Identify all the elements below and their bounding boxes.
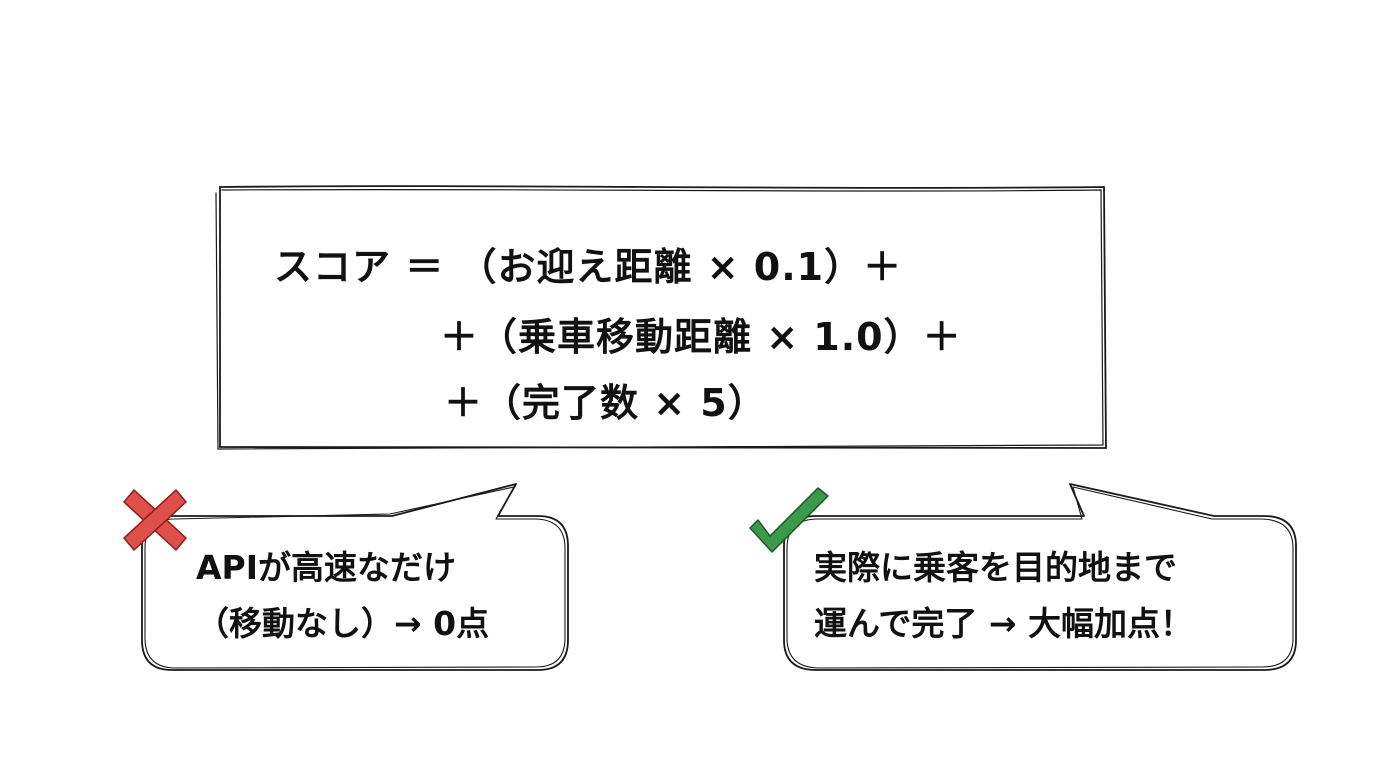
bad-case-text: APIが高速なだけ （移動なし）→ 0点 <box>196 540 489 652</box>
check-icon <box>749 487 829 553</box>
cross-icon <box>123 489 187 551</box>
good-case-line-2: 運んで完了 → 大幅加点！ <box>814 604 1193 643</box>
bad-case-line-1: APIが高速なだけ <box>196 548 457 587</box>
formula-box <box>215 185 1107 450</box>
good-speech-bubble <box>783 483 1297 671</box>
formula-line-1: スコア ＝ （お迎え距離 × 0.1）＋ <box>274 245 903 289</box>
good-case-line-1: 実際に乗客を目的地まで <box>814 548 1177 587</box>
good-case-text: 実際に乗客を目的地まで 運んで完了 → 大幅加点！ <box>814 540 1193 652</box>
formula-line-2: ＋（乗車移動距離 × 1.0）＋ <box>440 315 962 359</box>
formula-line-3: ＋（完了数 × 5） <box>444 381 767 425</box>
bad-case-line-2: （移動なし）→ 0点 <box>196 604 490 643</box>
